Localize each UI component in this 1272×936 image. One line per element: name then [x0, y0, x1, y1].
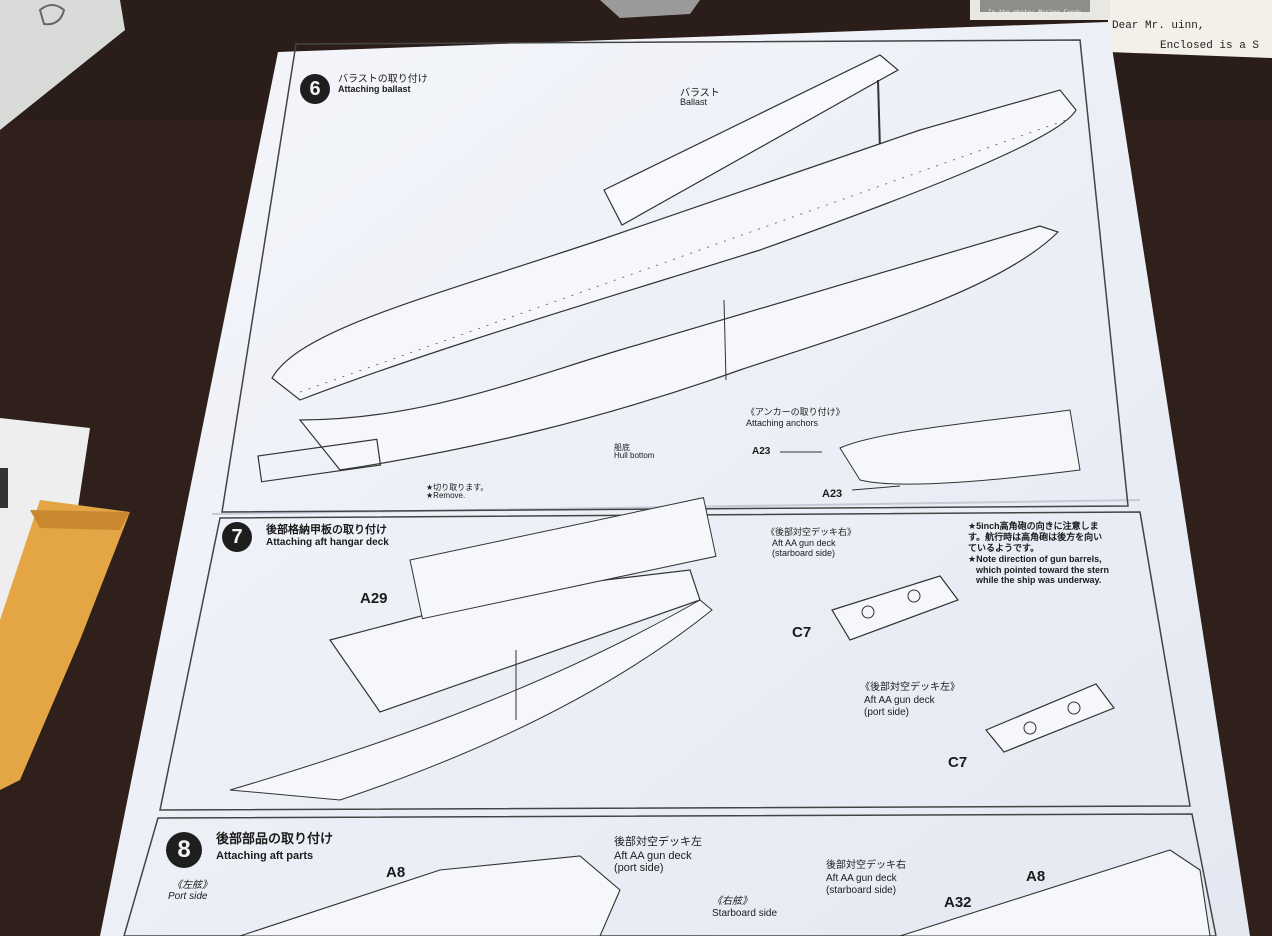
part-c7-top: C7: [792, 624, 812, 641]
step7-title-en: Attaching aft hangar deck: [266, 537, 389, 548]
note-en-line3: while the ship was underway.: [976, 575, 1102, 585]
ballast-label-en: Ballast: [680, 97, 708, 107]
panel-step8: [123, 813, 1217, 936]
ballast-label-jp: バラスト: [680, 88, 720, 99]
aa-starboard-en1: Aft AA gun deck: [772, 538, 836, 548]
aa-port-en2: (port side): [864, 707, 910, 718]
part-a8-right: A8: [1026, 868, 1046, 885]
step-number-6: 6: [300, 74, 330, 104]
aft-parts-starboard: [899, 849, 1211, 936]
port-side-en: Port side: [168, 891, 208, 902]
aa-starboard-jp: 《後部対空デッキ右》: [766, 527, 857, 537]
starboard-side-jp: 《右舷》: [712, 896, 752, 907]
anchors-label-jp: 《アンカーの取り付け》: [746, 407, 845, 417]
part-a23-bottom: A23: [822, 488, 843, 500]
letter-photo-caption: In the photo: Marine Fonds: [988, 9, 1082, 16]
hull-bottom: [298, 225, 1060, 471]
removable-part: [257, 438, 382, 483]
aa-port-label-en2: (port side): [614, 862, 664, 874]
part-a23-top: A23: [752, 446, 771, 457]
aa-port-en1: Aft AA gun deck: [864, 695, 935, 706]
step-number-7: 7: [222, 522, 252, 552]
gun-deck-port: [985, 683, 1115, 753]
aft-parts-port: [239, 855, 621, 936]
part-a29: A29: [360, 590, 388, 607]
panel-step6: [221, 39, 1129, 513]
letter-paper: [1108, 0, 1272, 58]
note-jp-line2: す。航行時は高角砲は後方を向い: [968, 532, 1103, 542]
remove-note-en: ★Remove.: [426, 491, 466, 500]
gray-object: [600, 0, 700, 18]
aa-stbd-label-jp: 後部対空デッキ右: [826, 860, 906, 871]
white-box: [0, 0, 125, 130]
note-jp-line1: ★5inch高角砲の向きに注意しま: [968, 521, 1099, 531]
aa-starboard-en2: (starboard side): [772, 548, 836, 558]
part-c7-bottom: C7: [948, 754, 968, 771]
orange-envelope: [0, 500, 130, 790]
aa-port-label-en1: Aft AA gun deck: [614, 850, 692, 862]
note-jp-line3: ているようです。: [968, 543, 1040, 553]
part-a32: A32: [944, 894, 972, 911]
step8-title-en: Attaching aft parts: [216, 850, 314, 862]
note-en-line1: ★Note direction of gun barrels,: [968, 554, 1102, 564]
step6-title-jp: バラストの取り付け: [338, 74, 428, 85]
note-en-line2: which pointed toward the stern: [976, 565, 1110, 575]
hull-bottom-label-en: Hull bottom: [614, 451, 655, 460]
ballast-plank: [603, 54, 900, 226]
letter-greeting: Dear Mr. uinn,: [1112, 20, 1205, 32]
aa-stbd-label-en1: Aft AA gun deck: [826, 873, 897, 884]
hull-upper: [271, 89, 1077, 401]
hull-bottom-label-jp: 船底: [614, 443, 630, 452]
remove-note-jp: ★切り取ります。: [426, 483, 489, 492]
step8-title-jp: 後部部品の取り付け: [216, 831, 334, 846]
letter-body: Enclosed is a S: [1160, 40, 1260, 52]
starboard-side-en: Starboard side: [712, 908, 778, 919]
anchors-label-en: Attaching anchors: [746, 418, 819, 428]
step-number-8: 8: [166, 832, 202, 868]
part-a8-left: A8: [386, 864, 406, 881]
step7-title-jp: 後部格納甲板の取り付け: [266, 524, 387, 536]
gun-deck-starboard: [831, 575, 959, 641]
panel-step7: [159, 511, 1191, 811]
port-side-jp: 《左舷》: [172, 880, 212, 891]
aa-port-label-jp: 後部対空デッキ左: [614, 836, 702, 848]
aa-port-jp: 《後部対空デッキ左》: [860, 682, 960, 693]
anchor-inset: [839, 409, 1081, 485]
aa-stbd-label-en2: (starboard side): [826, 885, 897, 896]
step6-title-en: Attaching ballast: [338, 84, 411, 94]
